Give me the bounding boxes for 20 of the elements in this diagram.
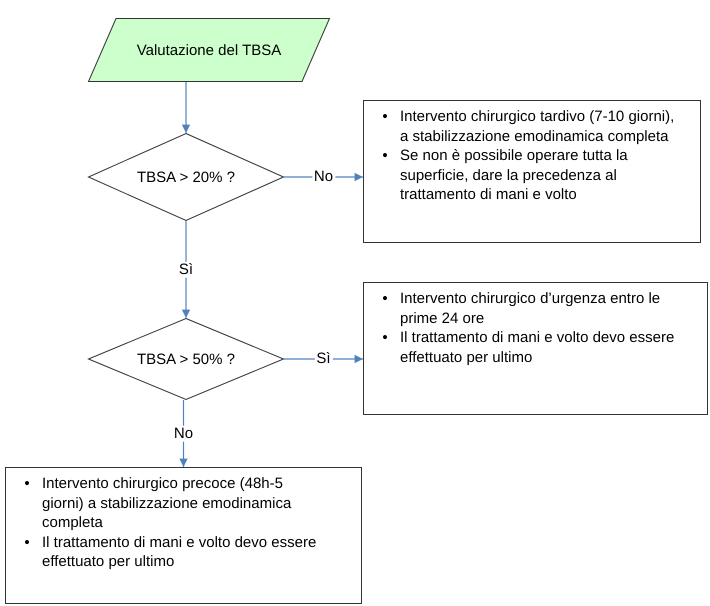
decision-label: TBSA > 20% ? bbox=[137, 168, 235, 186]
arrow bbox=[182, 221, 190, 318]
decision-label: TBSA > 50% ? bbox=[137, 350, 235, 368]
decision-diamond bbox=[88, 318, 284, 400]
decision-diamond bbox=[88, 133, 284, 221]
bullet-item: • Intervento chirurgico tardivo (7-10 giorni), a stabilizzazione emodinamica completa bbox=[381, 107, 676, 146]
arrow bbox=[182, 82, 190, 133]
bullet-item: • Se non è possibile operare tutta la superficie, dare la precedenza al trattamento di mani e volto bbox=[381, 146, 629, 204]
bullet-item: • Il trattamento di mani e volto devo essere effettuato per ultimo bbox=[381, 328, 676, 367]
bullet-item: • Il trattamento di mani e volto devo essere effettuato per ultimo bbox=[23, 532, 318, 572]
text-box bbox=[5, 467, 362, 604]
text-box bbox=[363, 282, 708, 415]
arrow bbox=[284, 354, 363, 364]
arrow bbox=[179, 400, 188, 467]
edge-label: Sì bbox=[176, 261, 196, 278]
text-box bbox=[363, 100, 701, 243]
bullet-item: • Intervento chirurgico precoce (48h-5 giorni) a stabilizzazione emodinamica completa bbox=[23, 474, 292, 532]
bullet-item: • Intervento chirurgico d’urgenza entro le prime 24 ore bbox=[381, 289, 662, 328]
input-parallelogram bbox=[88, 18, 330, 82]
step-label: Valutazione del TBSA bbox=[136, 42, 282, 58]
